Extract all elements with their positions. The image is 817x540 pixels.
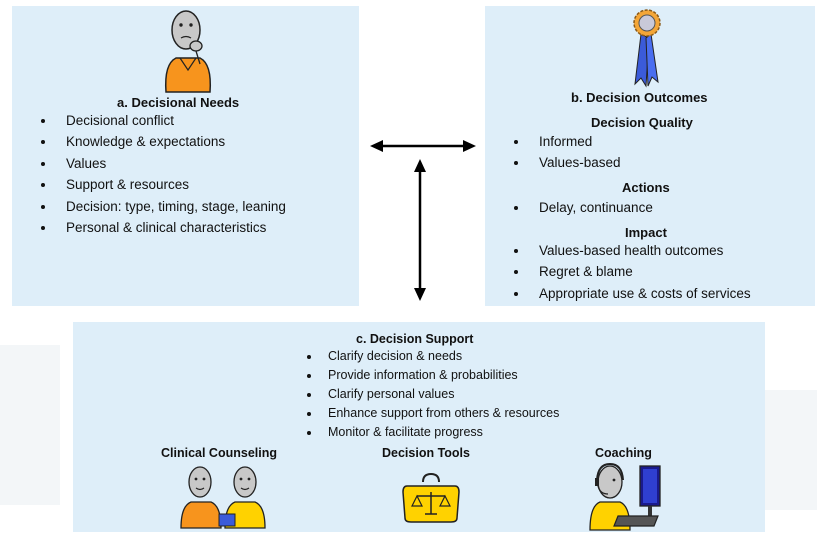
list-item: Decision: type, timing, stage, leaning	[12, 196, 286, 217]
horizontal-double-arrow	[370, 140, 476, 152]
panel-title: c. Decision Support	[356, 332, 474, 346]
list-item: Clarify personal values	[298, 385, 559, 404]
impact-list: Values-based health outcomes Regret & bl…	[485, 240, 751, 304]
list-item: Delay, continuance	[485, 197, 653, 218]
list-item: Clarify decision & needs	[298, 347, 559, 366]
section-heading-impact: Impact	[625, 225, 667, 240]
panel-title: b. Decision Outcomes	[571, 90, 708, 105]
section-heading-decision-quality: Decision Quality	[591, 115, 693, 130]
background-tile	[765, 390, 817, 510]
panel-title: a. Decisional Needs	[117, 95, 240, 110]
list-item: Provide information & probabilities	[298, 366, 559, 385]
decision-quality-list: Informed Values-based	[485, 131, 621, 174]
list-item: Knowledge & expectations	[12, 131, 286, 152]
background-tile	[0, 345, 60, 505]
list-item: Values	[12, 153, 286, 174]
scales-bag-icon	[402, 472, 460, 523]
list-item: Regret & blame	[485, 261, 751, 282]
list-item: Values-based	[485, 152, 621, 173]
list-item: Support & resources	[12, 174, 286, 195]
two-people-talking-icon	[180, 466, 266, 529]
support-label-decision-tools: Decision Tools	[382, 446, 470, 460]
support-label-clinical-counseling: Clinical Counseling	[161, 446, 277, 460]
list-item: Informed	[485, 131, 621, 152]
vertical-double-arrow	[414, 159, 426, 301]
list-item: Personal & clinical characteristics	[12, 217, 286, 238]
section-heading-actions: Actions	[622, 180, 670, 195]
award-ribbon-icon	[633, 9, 661, 88]
decisional-needs-panel: a. Decisional Needs Decisional conflict …	[12, 6, 359, 306]
list-item: Monitor & facilitate progress	[298, 423, 559, 442]
list-item: Values-based health outcomes	[485, 240, 751, 261]
decision-support-panel: c. Decision Support Clarify decision & n…	[73, 322, 765, 532]
support-label-coaching: Coaching	[595, 446, 652, 460]
decisional-needs-list: Decisional conflict Knowledge & expectat…	[12, 110, 286, 238]
list-item: Decisional conflict	[12, 110, 286, 131]
list-item: Appropriate use & costs of services	[485, 283, 751, 304]
actions-list: Delay, continuance	[485, 197, 653, 218]
decision-support-list: Clarify decision & needs Provide informa…	[298, 347, 559, 442]
thinking-person-icon	[164, 10, 212, 93]
person-with-headset-computer-icon	[589, 462, 661, 531]
list-item: Enhance support from others & resources	[298, 404, 559, 423]
decision-outcomes-panel: b. Decision Outcomes Decision Quality In…	[485, 6, 815, 306]
